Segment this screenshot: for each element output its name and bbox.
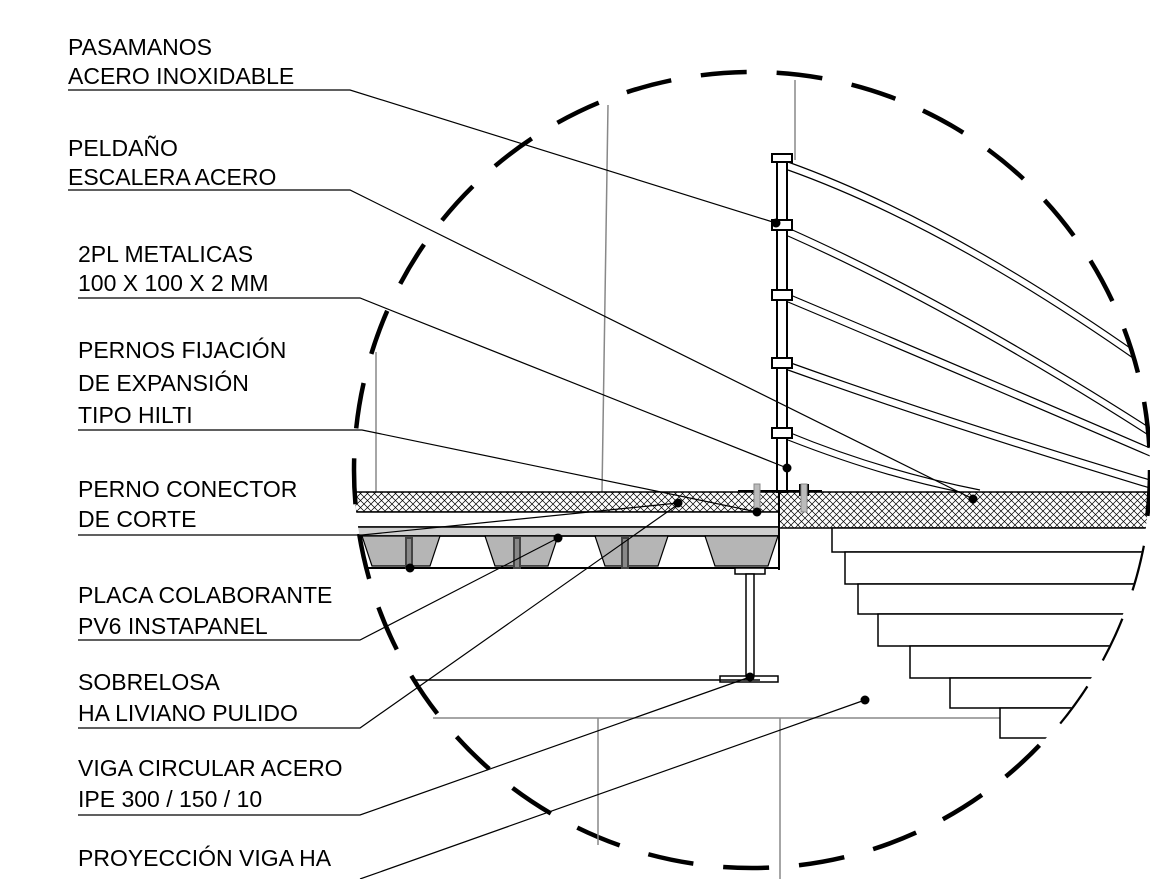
- label-placas-line-2: 100 X 100 X 2 MM: [78, 270, 269, 296]
- label-peldano: PELDAÑO ESCALERA ACERO: [68, 135, 276, 190]
- sobrelosa-right: [778, 491, 1150, 529]
- leader-dots: [405, 218, 978, 705]
- detail-circle: [351, 69, 1150, 871]
- label-placas-line-1: 2PL METALICAS: [78, 241, 253, 267]
- concrete-slab: [354, 511, 780, 537]
- label-sobrelosa-line-2: HA LIVIANO PULIDO: [78, 700, 298, 726]
- label-sobrelosa-line-1: SOBRELOSA: [78, 669, 221, 695]
- label-viga-circular-line-1: VIGA CIRCULAR ACERO: [78, 755, 343, 781]
- label-peldano-line-2: ESCALERA ACERO: [68, 164, 276, 190]
- label-proyeccion-line-1: PROYECCIÓN VIGA HA: [78, 845, 332, 871]
- label-pasamanos-line-1: PASAMANOS: [68, 34, 212, 60]
- leader-lines: [68, 89, 974, 879]
- label-pernos-fijacion-line-1: PERNOS FIJACIÓN: [78, 337, 286, 363]
- stair-railing-curves: [787, 161, 1150, 493]
- label-perno-conector: PERNO CONECTOR DE CORTE: [78, 476, 297, 532]
- ipe-beam: [719, 567, 779, 683]
- label-peldano-line-1: PELDAÑO: [68, 135, 178, 161]
- label-pernos-fijacion-line-3: TIPO HILTI: [78, 402, 193, 428]
- label-pernos-fijacion-line-2: DE EXPANSIÓN: [78, 370, 249, 396]
- label-sobrelosa: SOBRELOSA HA LIVIANO PULIDO: [78, 669, 298, 726]
- label-placa-colaborante: PLACA COLABORANTE PV6 INSTAPANEL: [78, 582, 332, 639]
- steel-deck: [361, 535, 779, 567]
- label-pernos-fijacion: PERNOS FIJACIÓN DE EXPANSIÓN TIPO HILTI: [78, 337, 286, 428]
- label-placas: 2PL METALICAS 100 X 100 X 2 MM: [78, 241, 269, 296]
- stair-steps: [831, 527, 1150, 739]
- label-perno-conector-line-2: DE CORTE: [78, 506, 196, 532]
- label-placa-colaborante-line-2: PV6 INSTAPANEL: [78, 613, 268, 639]
- label-pasamanos-line-2: ACERO INOXIDABLE: [68, 63, 294, 89]
- label-perno-conector-line-1: PERNO CONECTOR: [78, 476, 297, 502]
- label-viga-circular: VIGA CIRCULAR ACERO IPE 300 / 150 / 10: [78, 755, 343, 812]
- label-placa-colaborante-line-1: PLACA COLABORANTE: [78, 582, 332, 608]
- projection-lines: [375, 80, 1000, 879]
- label-proyeccion: PROYECCIÓN VIGA HA: [78, 845, 332, 871]
- base-plates: [738, 484, 822, 496]
- label-pasamanos: PASAMANOS ACERO INOXIDABLE: [68, 34, 294, 89]
- label-viga-circular-line-2: IPE 300 / 150 / 10: [78, 786, 262, 812]
- handrail-post: [771, 153, 793, 493]
- shear-connectors: [405, 537, 629, 569]
- sobrelosa-left: [354, 491, 780, 513]
